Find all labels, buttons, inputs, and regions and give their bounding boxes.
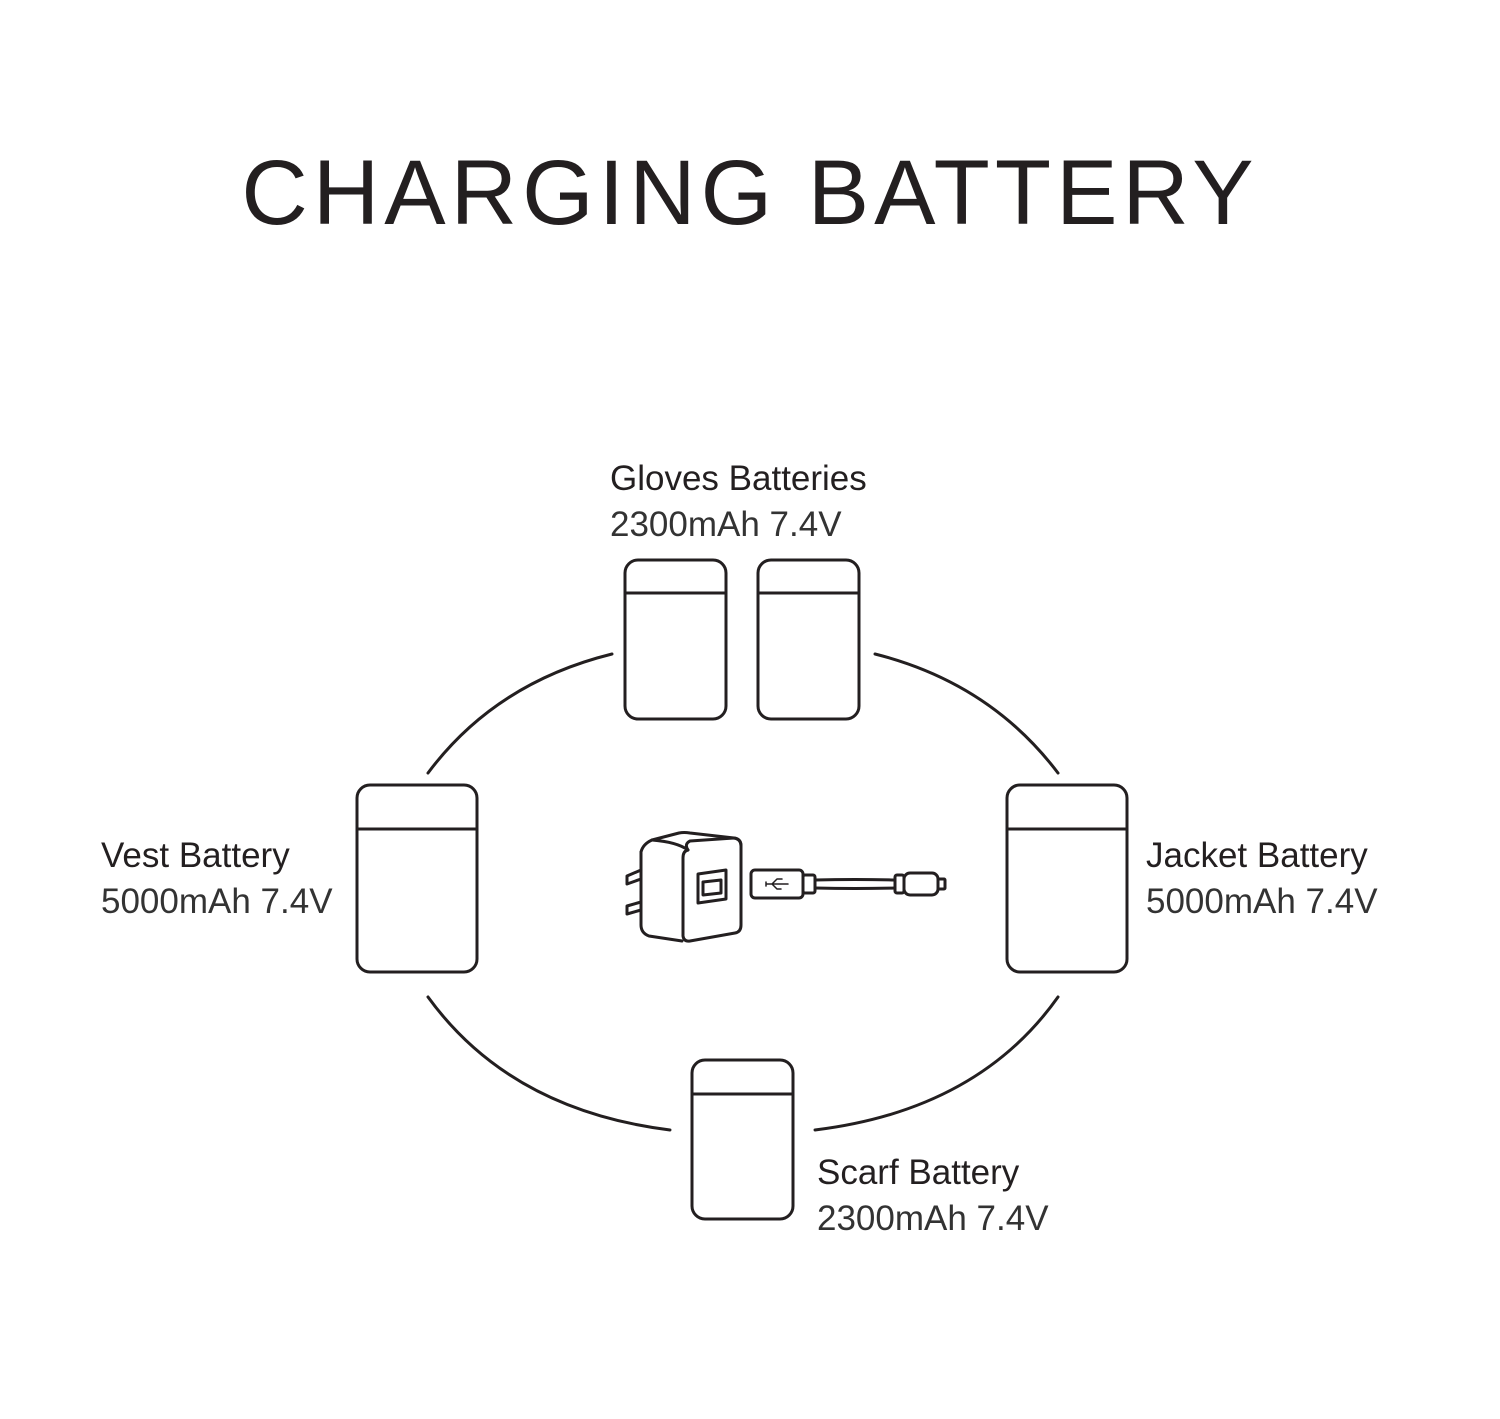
scarf-battery-label: Scarf Battery 2300mAh 7.4V	[817, 1150, 1049, 1242]
page-title: CHARGING BATTERY	[241, 142, 1259, 244]
scarf-battery-icon	[690, 1058, 795, 1221]
ring-arc-top-left	[426, 652, 614, 775]
gloves-battery-label: Gloves Batteries 2300mAh 7.4V	[610, 456, 867, 548]
vest-battery-name: Vest Battery	[101, 836, 290, 875]
ring-arc-top-right	[873, 652, 1060, 775]
scarf-battery-name: Scarf Battery	[817, 1153, 1020, 1192]
jacket-battery-icon	[1005, 783, 1129, 974]
vest-battery-label: Vest Battery 5000mAh 7.4V	[101, 833, 333, 925]
usb-cable-icon	[749, 868, 947, 900]
ring-arc-bottom-right	[813, 995, 1060, 1132]
scarf-battery-spec: 2300mAh 7.4V	[817, 1199, 1049, 1238]
jacket-battery-spec: 5000mAh 7.4V	[1146, 882, 1378, 921]
gloves-battery-icon	[623, 558, 861, 721]
connection-ring	[426, 652, 1060, 1132]
jacket-battery-name: Jacket Battery	[1146, 836, 1368, 875]
vest-battery-spec: 5000mAh 7.4V	[101, 882, 333, 921]
gloves-battery-spec: 2300mAh 7.4V	[610, 505, 842, 544]
vest-battery-icon	[355, 783, 479, 974]
jacket-battery-label: Jacket Battery 5000mAh 7.4V	[1146, 833, 1378, 925]
wall-charger-icon	[625, 831, 743, 943]
ring-arc-bottom-left	[426, 995, 672, 1132]
gloves-battery-name: Gloves Batteries	[610, 459, 867, 498]
